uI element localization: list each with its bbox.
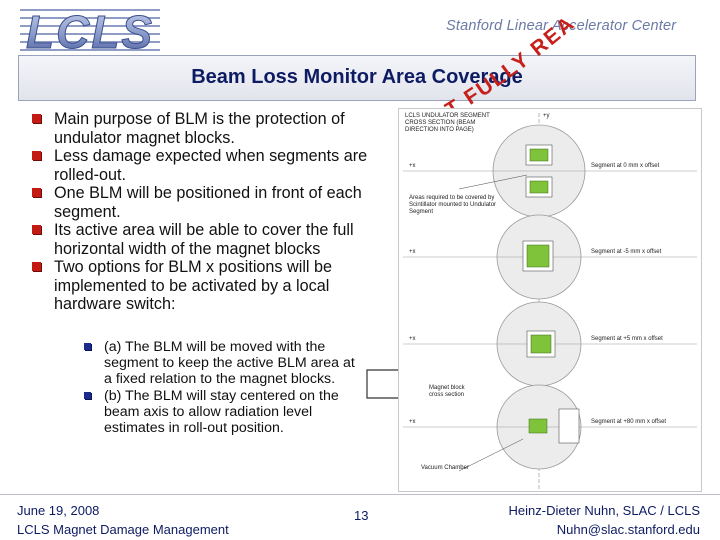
slide-title: Beam Loss Monitor Area Coverage — [191, 66, 523, 88]
offset-label: Segment at +5 mm x offset — [591, 336, 663, 342]
bullet-text: Two options for BLM x positions will be … — [54, 258, 333, 313]
bullet-item: Main purpose of BLM is the protection of… — [30, 110, 375, 147]
lab-name: Stanford Linear Accelerator Center — [446, 18, 677, 34]
bullet-text: Main purpose of BLM is the protection of… — [54, 110, 345, 147]
square-sub-bullet-icon — [84, 391, 91, 399]
x-axis-label: +x — [409, 419, 416, 425]
sub-bullet-item: (a) The BLM will be moved with the segme… — [84, 339, 364, 388]
segment-cross-section-diagram: LCLS UNDULATOR SEGMENT CROSS SECTION (BE… — [398, 108, 702, 492]
offset-label: Segment at +80 mm x offset — [591, 419, 667, 425]
square-bullet-icon — [32, 188, 41, 197]
area-note: Areas required to be covered by Scintill… — [409, 195, 497, 215]
bullet-item: Less damage expected when segments are r… — [30, 147, 375, 184]
square-bullet-icon — [32, 262, 41, 271]
sub-bullet-list: (a) The BLM will be moved with the segme… — [84, 339, 364, 436]
magnet-block-label: Magnet block cross section — [429, 385, 465, 398]
footer-event: LCLS Magnet Damage Management — [17, 522, 229, 537]
y-axis-label: +y — [543, 113, 550, 119]
sub-bullet-text: (a) The BLM will be moved with the segme… — [104, 339, 355, 388]
square-bullet-icon — [32, 151, 41, 160]
diagram-header-label: LCLS UNDULATOR SEGMENT CROSS SECTION (BE… — [405, 113, 490, 133]
footer-divider — [0, 494, 720, 495]
bullet-item: Its active area will be able to cover th… — [30, 221, 375, 258]
title-box: Beam Loss Monitor Area Coverage — [18, 55, 696, 101]
square-bullet-icon — [32, 225, 41, 234]
bullet-text: Less damage expected when segments are r… — [54, 147, 368, 184]
bullet-text: One BLM will be positioned in front of e… — [54, 184, 362, 221]
bullet-item: Two options for BLM x positions will be … — [30, 258, 375, 314]
sub-bullet-item: (b) The BLM will stay centered on the be… — [84, 388, 364, 437]
page-number: 13 — [354, 508, 369, 523]
bullet-item: One BLM will be positioned in front of e… — [30, 184, 375, 221]
offset-label: Segment at -5 mm x offset — [591, 249, 662, 255]
footer-right: Heinz-Dieter Nuhn, SLAC / LCLS Nuhn@slac… — [509, 501, 700, 539]
x-axis-label: +x — [409, 336, 416, 342]
bullet-list: Main purpose of BLM is the protection of… — [30, 110, 375, 314]
footer-left: June 19, 2008 LCLS Magnet Damage Managem… — [17, 501, 229, 539]
diagram-drawing — [403, 113, 697, 489]
sub-bullet-text: (b) The BLM will stay centered on the be… — [104, 387, 339, 437]
footer-email: Nuhn@slac.stanford.edu — [556, 522, 700, 537]
bullet-text: Its active area will be able to cover th… — [54, 221, 354, 258]
lcls-logo: LCLS — [20, 6, 160, 56]
square-sub-bullet-icon — [84, 343, 91, 350]
x-axis-label: +x — [409, 249, 416, 255]
footer-date: June 19, 2008 — [17, 503, 100, 518]
logo-text: LCLS — [26, 6, 154, 56]
square-bullet-icon — [32, 114, 41, 123]
offset-label: Segment at 0 mm x offset — [591, 163, 660, 169]
footer-author: Heinz-Dieter Nuhn, SLAC / LCLS — [508, 503, 700, 518]
x-axis-label: +x — [409, 163, 416, 169]
vacuum-chamber-label: Vacuum Chamber — [421, 465, 469, 471]
